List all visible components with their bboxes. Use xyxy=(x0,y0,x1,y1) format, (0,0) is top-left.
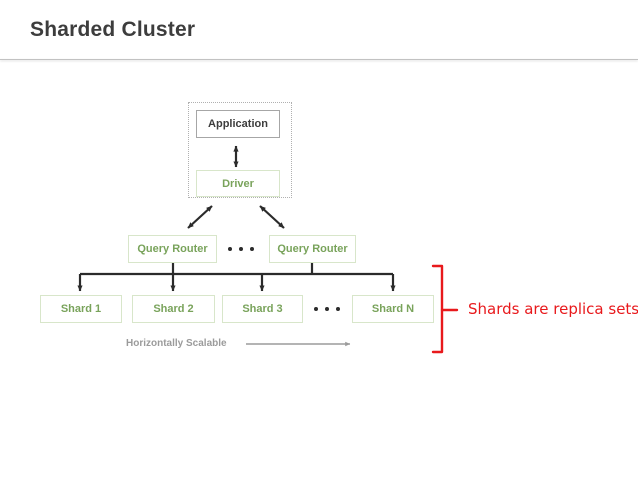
driver-node[interactable]: Driver xyxy=(196,170,280,197)
query-router-node-2[interactable]: Query Router xyxy=(269,235,356,263)
application-node[interactable]: Application xyxy=(196,110,280,138)
shard-node-1[interactable]: Shard 1 xyxy=(40,295,122,323)
driver-router-link-right xyxy=(259,205,285,229)
ellipsis-dot xyxy=(314,307,318,311)
ellipsis-dot xyxy=(239,247,243,251)
ellipsis-dot xyxy=(228,247,232,251)
ellipsis-dot xyxy=(325,307,329,311)
horizontally-scalable-label: Horizontally Scalable xyxy=(126,338,227,349)
shard-node-2[interactable]: Shard 2 xyxy=(132,295,215,323)
replica-set-annotation: Shards are replica sets xyxy=(468,300,638,318)
router-bus-stems xyxy=(171,263,314,274)
client-group-boundary xyxy=(188,102,292,198)
shard-drop-arrows xyxy=(77,274,396,292)
title-divider xyxy=(0,59,638,60)
shard-ellipsis xyxy=(314,307,340,311)
driver-router-link-left xyxy=(187,205,213,229)
ellipsis-dot xyxy=(250,247,254,251)
replica-set-brace-icon xyxy=(431,264,459,354)
router-ellipsis xyxy=(228,247,254,251)
shard-node-3[interactable]: Shard 3 xyxy=(222,295,303,323)
ellipsis-dot xyxy=(336,307,340,311)
page-title: Sharded Cluster xyxy=(30,18,196,41)
shard-node-n[interactable]: Shard N xyxy=(352,295,434,323)
query-router-node-1[interactable]: Query Router xyxy=(128,235,217,263)
